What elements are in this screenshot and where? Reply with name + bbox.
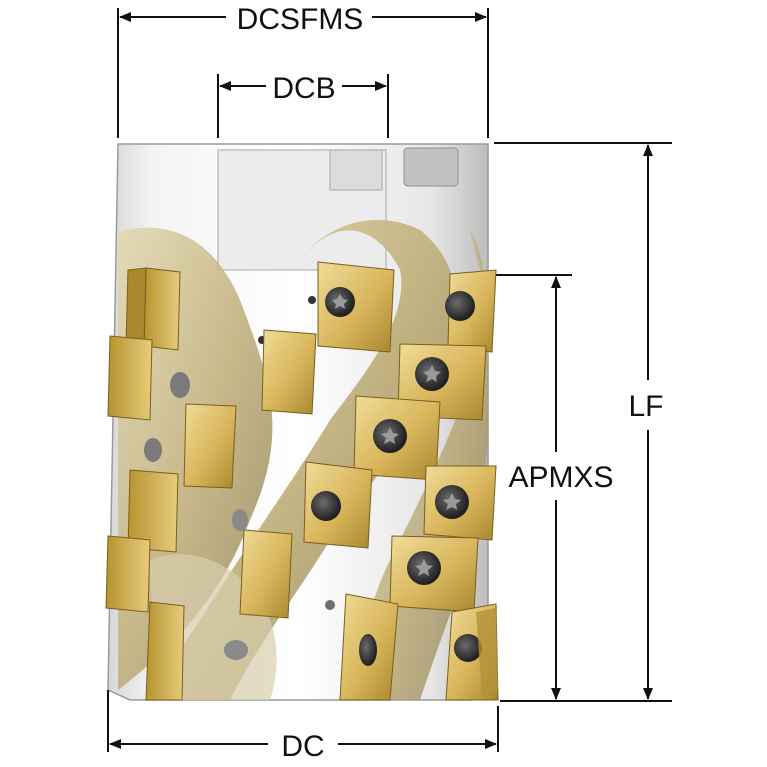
screw-icon (311, 491, 341, 521)
insert-mid-2 (183, 403, 237, 489)
dimension-lines (107, 8, 672, 752)
screw-icon (445, 291, 475, 321)
insert-left-3 (127, 469, 179, 553)
insert-screw-7 (389, 535, 479, 613)
insert-left-2 (107, 335, 153, 421)
insert-mid-3 (239, 529, 293, 619)
insert-left-4 (105, 535, 151, 613)
insert-left-1 (125, 267, 181, 351)
inserts (105, 261, 499, 701)
label-dc: DC (281, 730, 324, 763)
insert-screw-6 (423, 465, 497, 541)
dimension-labels: DCSFMS DCB LF APMXS DC (237, 3, 664, 763)
keyway (329, 149, 383, 191)
screw-icon (454, 634, 482, 662)
insert-screw-4 (353, 395, 441, 481)
insert-screw-2 (445, 269, 497, 353)
insert-screw-1 (317, 261, 395, 353)
insert-left-5 (145, 601, 185, 701)
screw-icon (359, 634, 377, 666)
insert-mid-1 (261, 329, 317, 415)
insert-bottom-front (339, 593, 399, 701)
drive-slot (403, 147, 459, 187)
label-dcsfms: DCSFMS (237, 3, 364, 36)
label-lf: LF (628, 390, 663, 423)
label-dcb: DCB (272, 72, 335, 105)
label-apmxs: APMXS (508, 461, 613, 494)
insert-screw-8 (445, 603, 499, 701)
insert-screw-5 (303, 461, 373, 549)
